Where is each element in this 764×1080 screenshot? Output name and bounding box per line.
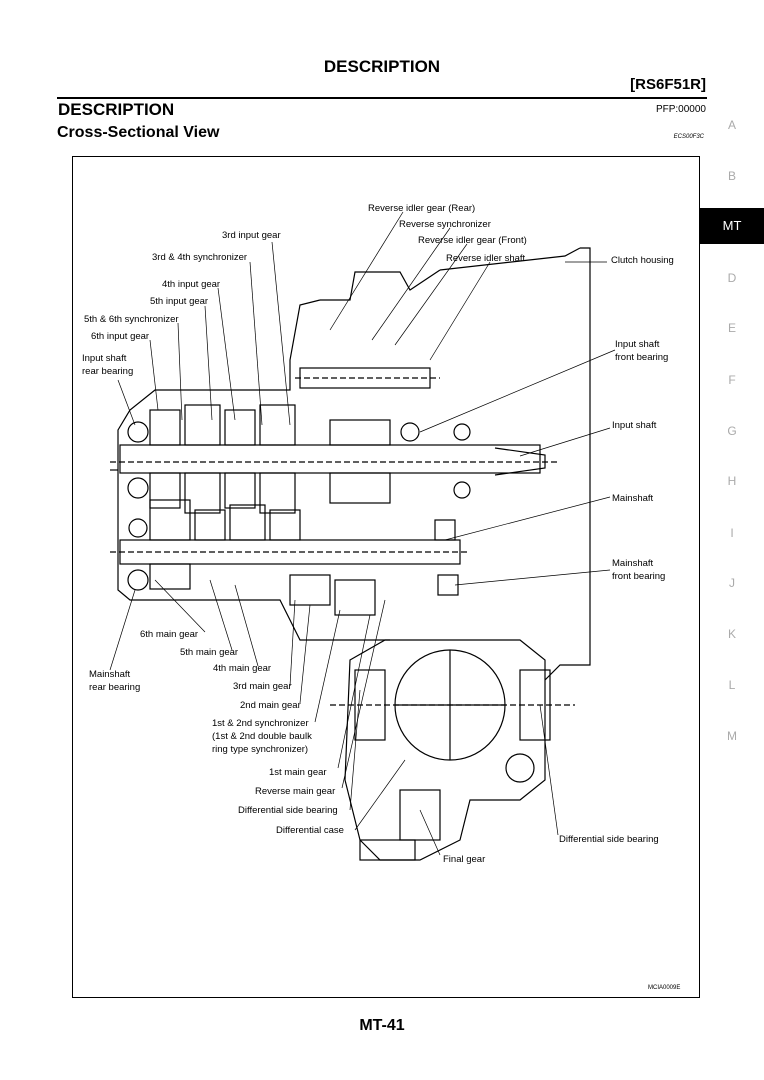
label-reverse-idler-gear-rear: Reverse idler gear (Rear) [368, 203, 475, 214]
label-4th-main-gear: 4th main gear [213, 663, 271, 674]
side-index-m[interactable]: M [727, 729, 737, 743]
label-differential-case: Differential case [276, 825, 344, 836]
side-index-k[interactable]: K [727, 627, 736, 641]
label-mainshaft-front-bearing-line1: Mainshaft [612, 558, 654, 569]
label-6th-input-gear: 6th input gear [91, 331, 149, 342]
transmission-drawing [110, 247, 591, 861]
side-index-d[interactable]: D [727, 271, 737, 285]
label-5th-input-gear: 5th input gear [150, 296, 208, 307]
label-input-shaft-rear-bearing-line1: Input shaft [82, 353, 127, 364]
label-5th-6th-synchronizer: 5th & 6th synchronizer [84, 314, 179, 325]
label-reverse-idler-shaft: Reverse idler shaft [446, 253, 526, 264]
section-title: DESCRIPTION [58, 100, 175, 119]
side-index-mt-active[interactable]: MT [700, 208, 764, 244]
side-index-i[interactable]: I [730, 526, 734, 540]
label-5th-main-gear: 5th main gear [180, 647, 238, 658]
label-reverse-synchronizer: Reverse synchronizer [399, 219, 491, 230]
label-4th-input-gear: 4th input gear [162, 279, 220, 290]
side-index-a[interactable]: A [727, 118, 736, 132]
figure-id: MCIA0009E [648, 985, 681, 991]
label-reverse-main-gear: Reverse main gear [255, 786, 335, 797]
label-input-shaft-rear-bearing-line2: rear bearing [82, 366, 133, 377]
label-reverse-idler-gear-front: Reverse idler gear (Front) [418, 235, 527, 246]
label-input-shaft-front-bearing-line1: Input shaft [615, 339, 660, 350]
label-2nd-main-gear: 2nd main gear [240, 700, 301, 711]
label-input-shaft-front-bearing-line2: front bearing [615, 352, 668, 363]
side-index: A B MT D E F G H I J K L M [700, 0, 764, 1080]
label-3rd-main-gear: 3rd main gear [233, 681, 292, 692]
section-code: ECS00F3C [673, 134, 704, 140]
label-mainshaft-front-bearing-line2: front bearing [612, 571, 665, 582]
side-index-l[interactable]: L [728, 678, 736, 692]
side-index-j[interactable]: J [729, 576, 735, 590]
label-differential-side-bearing-right: Differential side bearing [559, 834, 659, 845]
label-mainshaft: Mainshaft [612, 493, 654, 504]
leader-lines [109, 211, 616, 856]
side-index-h[interactable]: H [727, 474, 737, 488]
side-index-b[interactable]: B [727, 169, 736, 183]
label-1st-2nd-synchronizer-line2: (1st & 2nd double baulk [212, 731, 312, 742]
label-6th-main-gear: 6th main gear [140, 629, 198, 640]
side-index-f[interactable]: F [728, 373, 736, 387]
figure-labels: Reverse idler gear (Rear) Reverse synchr… [82, 203, 674, 865]
label-1st-2nd-synchronizer-line3: ring type synchronizer) [212, 744, 308, 755]
label-final-gear: Final gear [443, 854, 485, 865]
section-subtitle: Cross-Sectional View [57, 124, 220, 141]
label-input-shaft: Input shaft [612, 420, 657, 431]
label-3rd-4th-synchronizer: 3rd & 4th synchronizer [152, 252, 247, 263]
page-header-title: DESCRIPTION [323, 57, 441, 76]
label-differential-side-bearing-left: Differential side bearing [238, 805, 338, 816]
pfp-code: PFP:00000 [655, 104, 706, 115]
label-3rd-input-gear: 3rd input gear [222, 230, 281, 241]
label-1st-2nd-synchronizer-line1: 1st & 2nd synchronizer [212, 718, 309, 729]
model-code: [RS6F51R] [630, 76, 706, 93]
side-index-e[interactable]: E [727, 321, 736, 335]
side-index-g[interactable]: G [727, 424, 737, 438]
label-1st-main-gear: 1st main gear [269, 767, 327, 778]
header-rule [57, 97, 707, 99]
figure-frame [72, 156, 700, 998]
label-mainshaft-rear-bearing-line1: Mainshaft [89, 669, 131, 680]
page-number: MT-41 [359, 1017, 405, 1034]
label-clutch-housing: Clutch housing [611, 255, 674, 266]
label-mainshaft-rear-bearing-line2: rear bearing [89, 682, 140, 693]
